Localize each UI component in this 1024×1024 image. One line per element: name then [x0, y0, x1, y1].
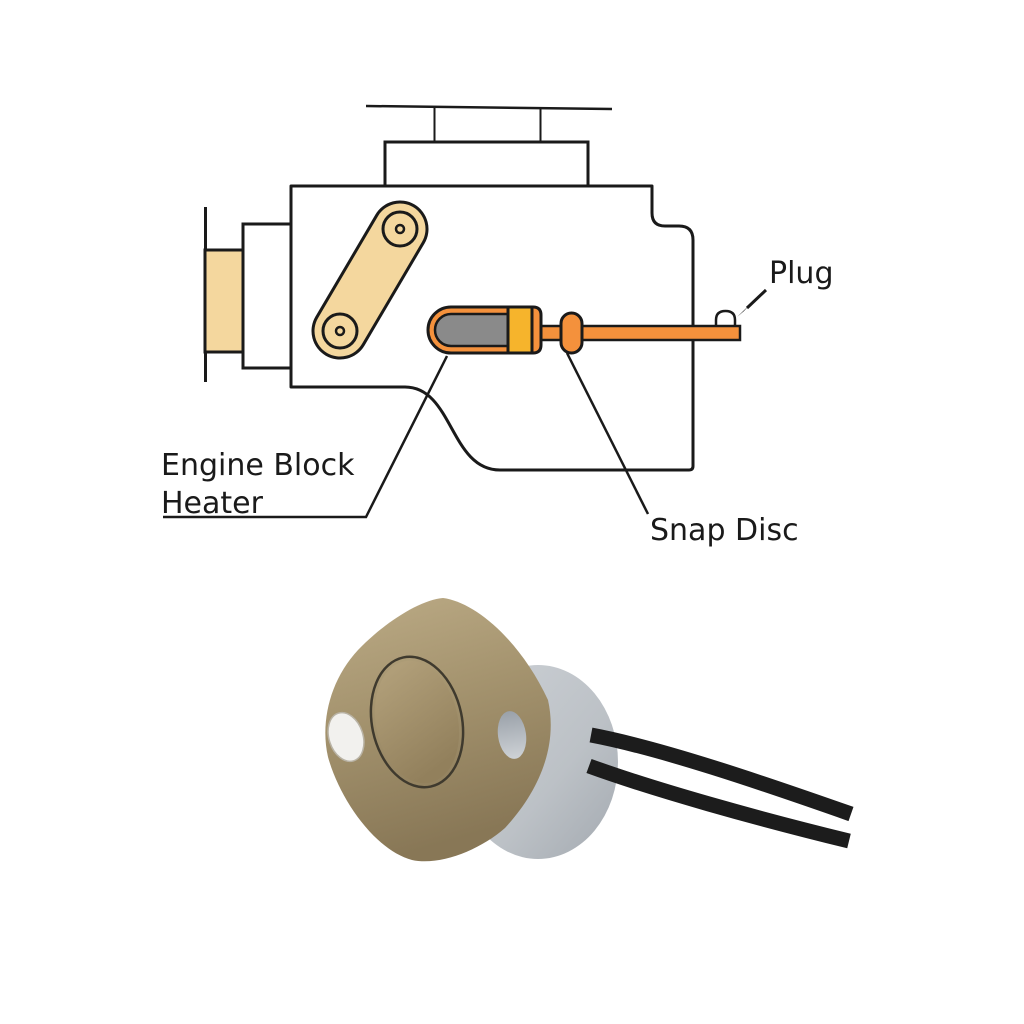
mounting-hole-right [497, 711, 527, 759]
engine-block-heater-label-line2: Heater [161, 486, 264, 521]
center-disc [374, 660, 460, 784]
snap-disc-photo [325, 598, 854, 862]
lead-wire-bottom [586, 758, 851, 849]
engine-block-heater-leader [163, 355, 449, 519]
lower-pulley-hole [334, 325, 346, 337]
engine-diagram: Plug Engine Block Heater Snap Disc [161, 104, 833, 548]
snap-disc-leader [565, 352, 650, 515]
plug-arrowhead [737, 303, 751, 317]
snap-disc-inline [559, 311, 584, 355]
crank-pulley-front [203, 248, 245, 354]
plug-end [714, 309, 737, 329]
upper-pulley-hole [394, 223, 406, 235]
plug-arrow [737, 288, 768, 317]
block-heater-assembly [426, 305, 742, 355]
heater-element-core [433, 312, 510, 348]
snap-disc-label: Snap Disc [650, 513, 799, 548]
heater-band [506, 305, 534, 355]
plug-arrow-line [745, 288, 768, 310]
engine-block-heater-label-line1: Engine Block [161, 448, 355, 483]
air-intake-top-line [365, 104, 613, 111]
disc-groove-ring [369, 655, 465, 789]
pulley-housing [241, 222, 295, 370]
belt [314, 203, 426, 357]
belt-and-pulleys [311, 200, 429, 360]
plug-label: Plug [769, 256, 833, 291]
lead-wire-top [589, 727, 854, 822]
valve-cover [383, 140, 590, 189]
mounting-hole-left [327, 711, 365, 763]
